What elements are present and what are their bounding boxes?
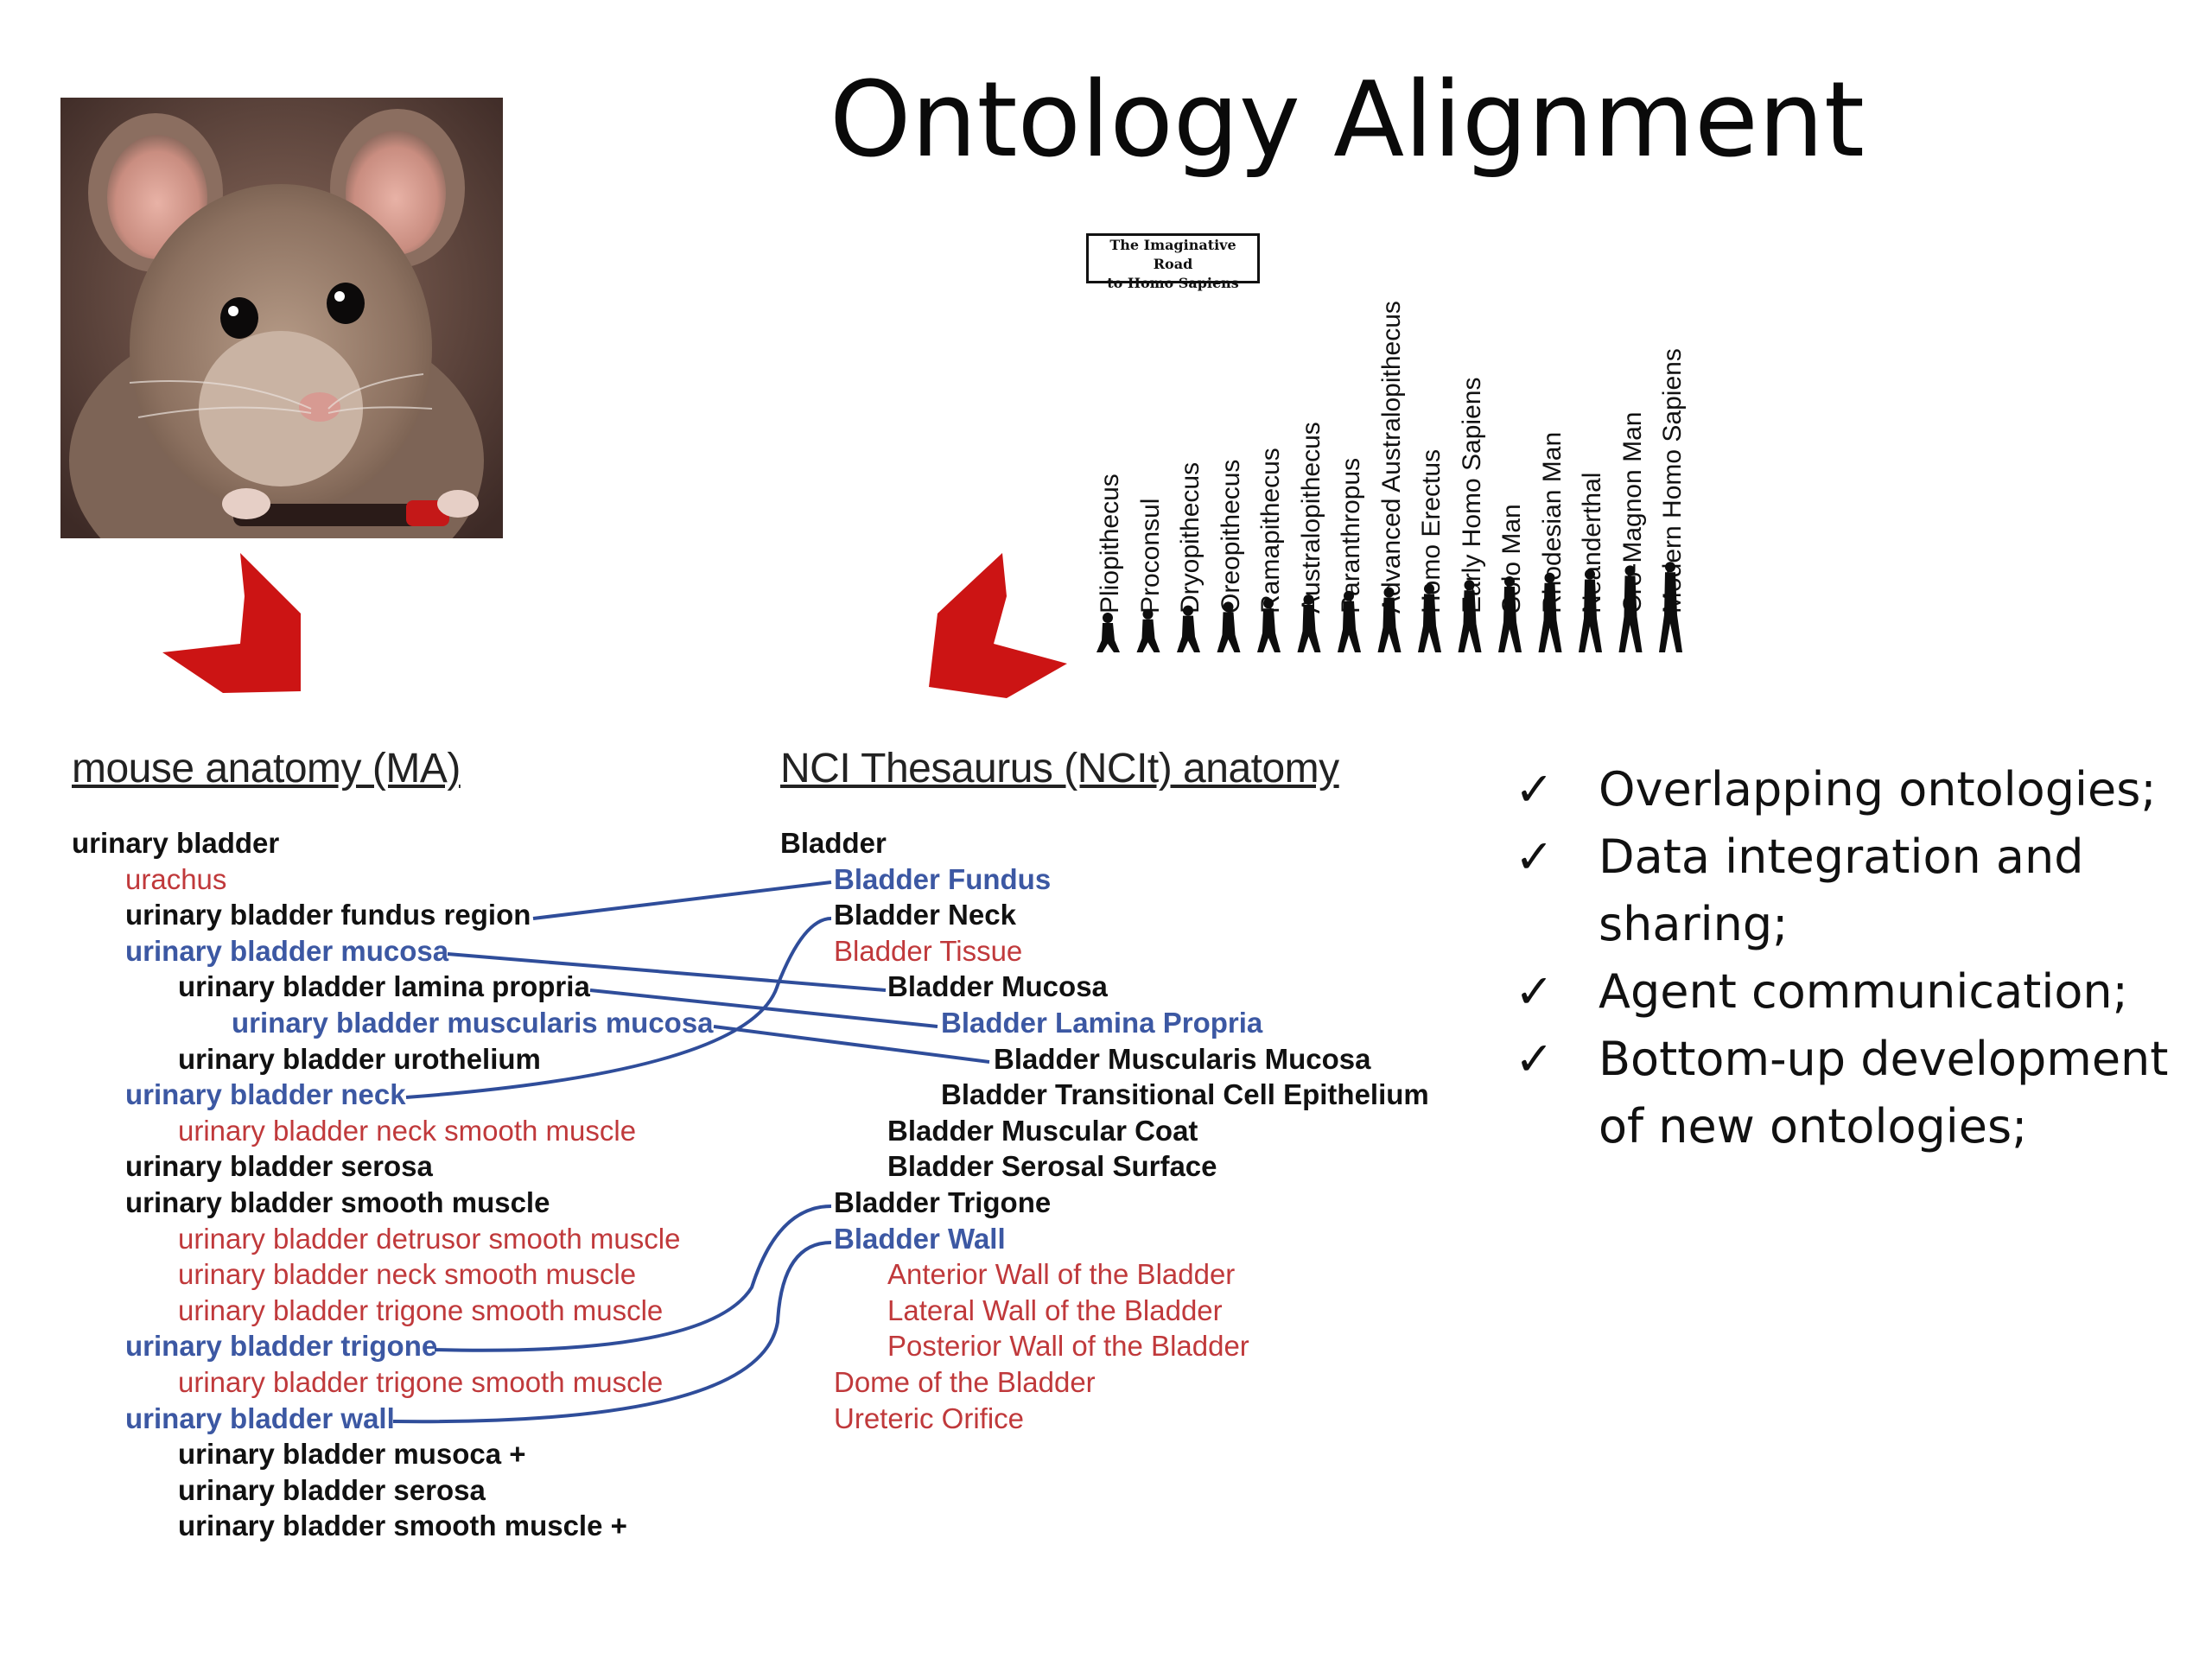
ncit-term: Bladder Serosal Surface	[887, 1150, 1217, 1183]
ma-term: urinary bladder detrusor smooth muscle	[178, 1222, 681, 1255]
check-item-text: Agent communication;	[1599, 964, 2128, 1019]
ncit-term: Bladder Muscularis Mucosa	[994, 1042, 1371, 1075]
check-item-text: Data integration and sharing;	[1599, 830, 2084, 951]
ma-term: urinary bladder neck	[125, 1078, 406, 1111]
ncit-term: Bladder Transitional Cell Epithelium	[941, 1078, 1429, 1111]
ma-term: urachus	[125, 862, 227, 895]
ncit-term: Posterior Wall of the Bladder	[887, 1330, 1249, 1363]
evolution-figures	[1096, 562, 1682, 652]
ma-term: urinary bladder serosa	[125, 1150, 433, 1183]
ncit-term: Bladder Trigone	[834, 1186, 1052, 1218]
checkmark-icon: ✓	[1515, 762, 1554, 817]
evolution-figure-icon	[1538, 572, 1562, 652]
check-item-text: Overlapping ontologies;	[1599, 762, 2157, 817]
evolution-box-line1: The Imaginative Road	[1109, 237, 1236, 272]
ncit-heading: NCI Thesaurus (NCIt) anatomy	[780, 746, 1339, 791]
checkmark-icon: ✓	[1515, 1032, 1554, 1086]
evolution-figure-icon	[1177, 605, 1200, 652]
ncit-term: Bladder Mucosa	[887, 970, 1108, 1003]
ma-term: urinary bladder urothelium	[178, 1042, 541, 1075]
evolution-figure-icon	[1418, 583, 1441, 652]
ma-term: urinary bladder muscularis mucosa	[232, 1007, 714, 1039]
evolution-figure-icon	[1618, 565, 1643, 652]
ncit-term: Lateral Wall of the Bladder	[887, 1294, 1223, 1326]
check-item: ✓ Bottom-up development of new ontologie…	[1508, 1026, 2199, 1160]
ncit-term: Bladder Lamina Propria	[941, 1007, 1263, 1039]
ma-term: urinary bladder neck smooth muscle	[178, 1258, 637, 1291]
ma-term: urinary bladder trigone smooth muscle	[178, 1294, 664, 1326]
ncit-term: Bladder Muscular Coat	[887, 1114, 1198, 1147]
red-arrow-right-icon	[929, 553, 1067, 698]
map-fundus	[532, 880, 832, 920]
ncit-term: Bladder	[780, 827, 887, 859]
evolution-figure-icon	[1297, 594, 1321, 652]
evolution-illustration: The Imaginative Road to Homo Sapiens Pli…	[1082, 225, 1687, 674]
ma-term: urinary bladder serosa	[178, 1473, 486, 1506]
ncit-term: Bladder Fundus	[834, 862, 1052, 895]
ncit-term: Dome of the Bladder	[834, 1366, 1096, 1398]
ncit-term: Bladder Tissue	[834, 934, 1023, 967]
ncit-term: Bladder Neck	[834, 899, 1016, 931]
ma-term: urinary bladder smooth muscle +	[178, 1510, 627, 1542]
evolution-figure-icon	[1659, 562, 1682, 652]
ma-term: urinary bladder neck smooth muscle	[178, 1114, 637, 1147]
evolution-figure-icon	[1217, 601, 1241, 652]
mouse-photo	[60, 98, 503, 538]
ma-term: urinary bladder fundus region	[125, 899, 531, 931]
ma-term: urinary bladder wall	[125, 1402, 395, 1434]
red-arrow-left-icon	[162, 553, 301, 693]
ma-heading: mouse anatomy (MA)	[72, 746, 461, 791]
ncit-term: Bladder Wall	[834, 1222, 1006, 1255]
evolution-figure-icon	[1498, 576, 1522, 652]
evolution-figure-icon	[1458, 580, 1482, 652]
evolution-figure-icon	[1257, 598, 1281, 652]
ma-term: urinary bladder musoca +	[178, 1438, 526, 1471]
ma-term: urinary bladder trigone smooth muscle	[178, 1366, 664, 1398]
ma-term: urinary bladder smooth muscle	[125, 1186, 550, 1218]
check-item-text: Bottom-up development of new ontologies;	[1599, 1032, 2169, 1154]
checkmark-icon: ✓	[1515, 830, 1554, 884]
evolution-figure-icon	[1338, 590, 1361, 652]
check-item: ✓ Agent communication;	[1508, 958, 2199, 1026]
slide-title: Ontology Alignment	[830, 60, 1865, 181]
checklist: ✓ Overlapping ontologies; ✓ Data integra…	[1508, 756, 2199, 1160]
ma-term: urinary bladder	[72, 827, 280, 859]
check-item: ✓ Data integration and sharing;	[1508, 823, 2199, 958]
evolution-figure-icon	[1136, 608, 1160, 652]
ma-term: urinary bladder lamina propria	[178, 970, 590, 1003]
evolution-figure-icon	[1096, 613, 1120, 652]
check-item: ✓ Overlapping ontologies;	[1508, 756, 2199, 823]
ncit-term: Ureteric Orifice	[834, 1402, 1025, 1434]
checkmark-icon: ✓	[1515, 964, 1554, 1019]
evolution-box-title: The Imaginative Road to Homo Sapiens	[1086, 233, 1260, 291]
evolution-figure-icon	[1377, 587, 1402, 652]
ma-term: urinary bladder trigone	[125, 1330, 438, 1363]
ncit-term: Anterior Wall of the Bladder	[887, 1258, 1236, 1291]
ma-term: urinary bladder mucosa	[125, 934, 449, 967]
evolution-box-line2: to Homo Sapiens	[1107, 275, 1239, 291]
evolution-figure-icon	[1579, 569, 1602, 652]
